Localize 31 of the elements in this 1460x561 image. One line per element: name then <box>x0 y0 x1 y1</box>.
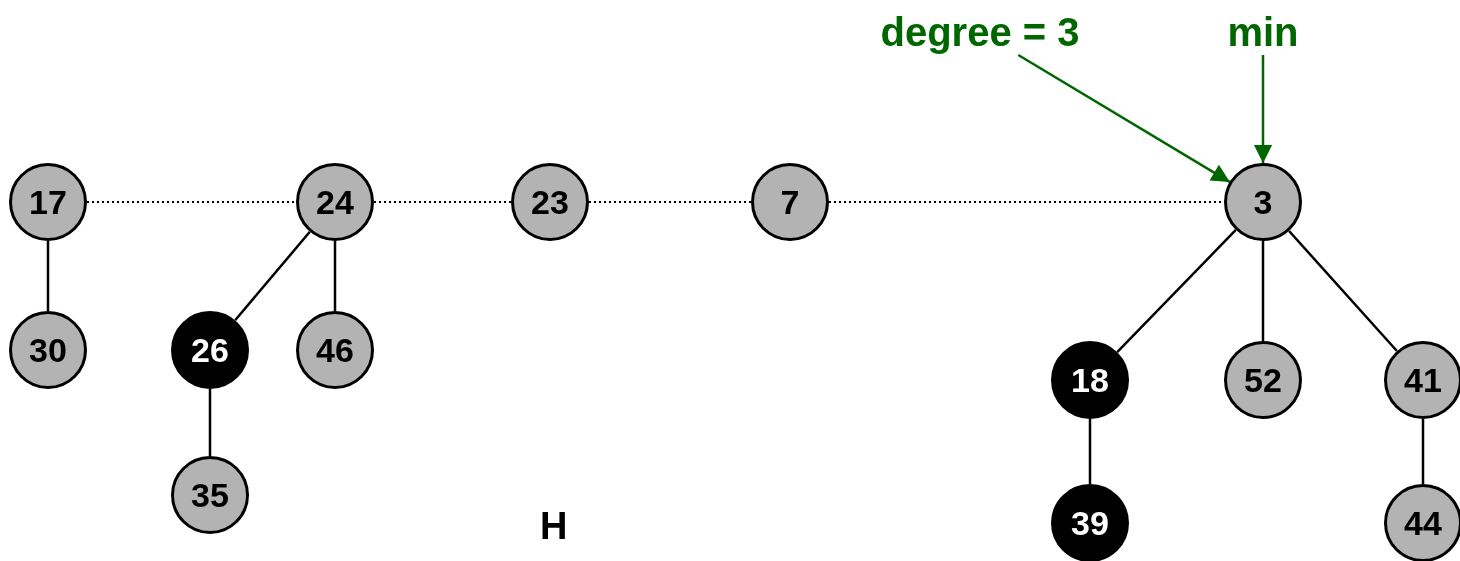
connector-line <box>46 241 50 311</box>
connector-line <box>86 201 297 203</box>
connector-line <box>208 389 212 456</box>
tree-node-circle: 7 <box>751 163 829 241</box>
callout-label: min <box>1213 9 1313 55</box>
tree-node-circle: 46 <box>296 311 374 389</box>
tree-node-circle: 30 <box>9 311 87 389</box>
arrow <box>1253 55 1273 164</box>
tree-node-circle: 39 <box>1051 484 1129 561</box>
heap-label: H <box>540 505 568 548</box>
callout-label: degree = 3 <box>855 9 1105 55</box>
tree-node-circle: 35 <box>171 456 249 534</box>
tree-node-circle: 24 <box>296 163 374 241</box>
tree-node-circle: 17 <box>9 163 87 241</box>
connector-line <box>588 201 752 203</box>
connector-line <box>1288 230 1398 352</box>
tree-node-circle: 41 <box>1384 341 1460 419</box>
tree-node-circle: 23 <box>511 163 589 241</box>
tree-node-circle: 18 <box>1051 341 1129 419</box>
tree-node-circle: 44 <box>1384 484 1460 561</box>
tree-node-circle: 52 <box>1224 341 1302 419</box>
connector-line <box>1421 419 1425 484</box>
connector-line <box>1261 241 1265 341</box>
connector-line <box>333 241 337 311</box>
connector-line <box>373 201 512 203</box>
connector-line <box>1088 419 1092 484</box>
tree-node-circle: 26 <box>171 311 249 389</box>
arrow <box>1017 53 1231 183</box>
tree-node-circle: 3 <box>1224 163 1302 241</box>
connector-line <box>1116 229 1237 353</box>
connector-line <box>234 231 311 321</box>
